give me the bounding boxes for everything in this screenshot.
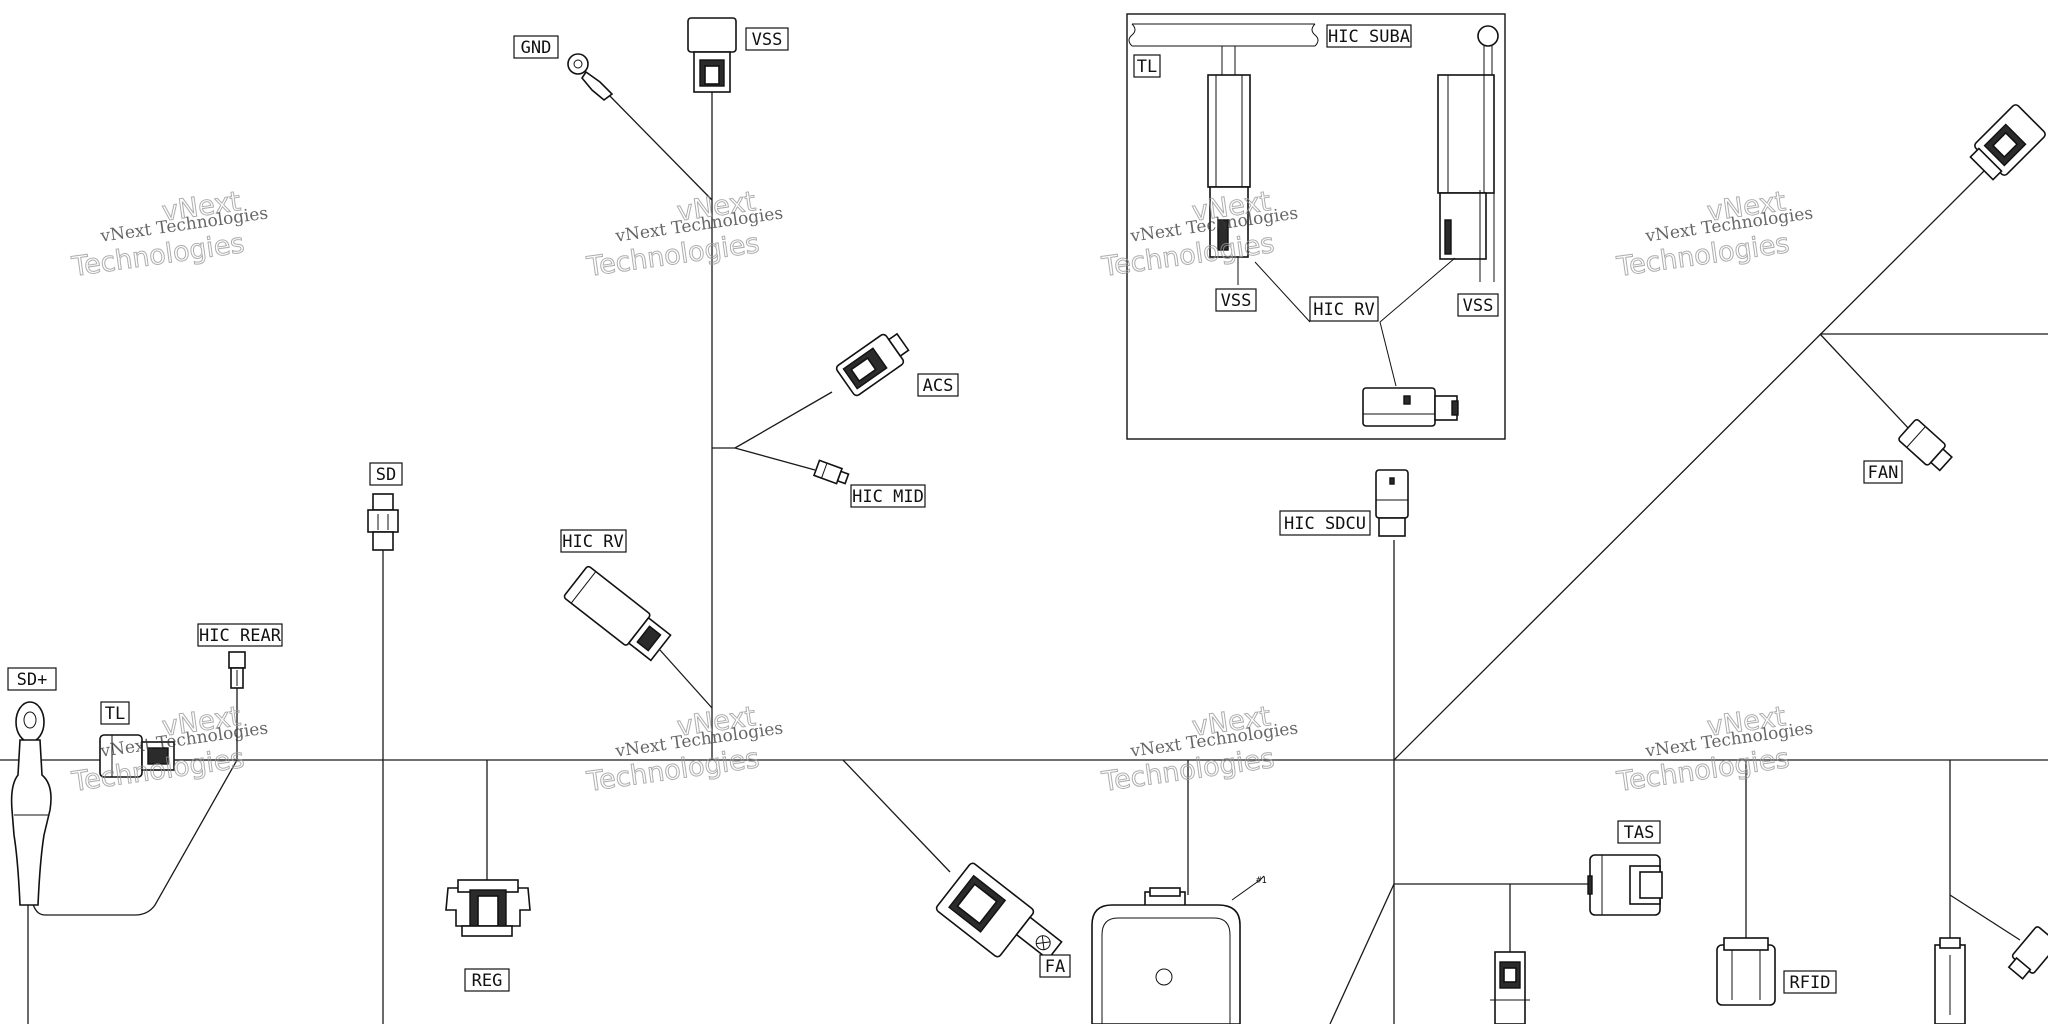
- svg-text:ACS: ACS: [923, 376, 954, 396]
- watermark: vNext vNext Technologies Technologies: [584, 186, 785, 284]
- svg-text:HIC RV: HIC RV: [1313, 300, 1374, 320]
- svg-text:VSS: VSS: [1463, 296, 1494, 316]
- reg-connector: [445, 879, 531, 937]
- label-hic-rv: HIC RV: [560, 529, 627, 553]
- sd-connector: [367, 493, 399, 551]
- svg-text:VSS: VSS: [1221, 291, 1252, 311]
- label-sd: SD: [369, 462, 403, 486]
- svg-text:TL: TL: [1137, 57, 1157, 77]
- svg-text:FAN: FAN: [1868, 463, 1899, 483]
- vss-top-connector: [687, 17, 737, 93]
- label-gnd: GND: [513, 35, 559, 59]
- label-inset-hic-rv: HIC RV: [1309, 296, 1379, 322]
- gnd-ring-terminal: [567, 53, 614, 102]
- watermark: vNext vNext Technologies Technologies: [584, 701, 785, 799]
- svg-text:RFID: RFID: [1790, 973, 1831, 993]
- label-inset-hic-suba: HIC SUBA: [1326, 24, 1412, 48]
- svg-text:HIC SDCU: HIC SDCU: [1284, 514, 1366, 534]
- watermark-group: vNext vNext Technologies Technologies vN…: [69, 186, 1815, 799]
- svg-text:SD: SD: [376, 465, 396, 485]
- far-right-angled-connector: [2007, 926, 2048, 980]
- fa-connector: [935, 862, 1063, 961]
- label-inset-vss-right: VSS: [1457, 293, 1499, 317]
- inset-detail: [1126, 13, 1506, 440]
- label-fa: FA: [1039, 954, 1071, 978]
- svg-text:VSS: VSS: [752, 30, 783, 50]
- label-fan: FAN: [1863, 460, 1903, 484]
- fan-connector: [1898, 418, 1953, 472]
- hic-rv-connector: [563, 565, 672, 662]
- watermark: vNext vNext Technologies Technologies: [1614, 701, 1815, 799]
- label-inset-tl: TL: [1133, 54, 1161, 78]
- hic-sdcu-connector: [1375, 469, 1409, 537]
- label-hic-rear: HIC REAR: [197, 623, 283, 647]
- label-sd-plus: SD+: [7, 667, 57, 691]
- svg-text:GND: GND: [521, 38, 552, 58]
- ecu-connector: [1091, 875, 1265, 1024]
- hic-mid-connector: [812, 459, 850, 485]
- top-right-connector: [1969, 104, 2046, 181]
- svg-text:REG: REG: [472, 971, 503, 991]
- svg-text:HIC SUBA: HIC SUBA: [1328, 27, 1410, 47]
- lower-connector: [1490, 951, 1530, 1024]
- svg-text:HIC MID: HIC MID: [852, 487, 924, 507]
- label-hic-sdcu: HIC SDCU: [1279, 510, 1371, 536]
- svg-text:HIC RV: HIC RV: [562, 532, 623, 552]
- tas-connector: [1587, 854, 1663, 916]
- svg-text:HIC REAR: HIC REAR: [199, 626, 282, 646]
- label-acs: ACS: [917, 373, 959, 397]
- label-vss-top: VSS: [745, 27, 789, 51]
- label-tas: TAS: [1617, 820, 1661, 844]
- watermark: vNext vNext Technologies Technologies: [69, 701, 270, 799]
- hic-rear-connector: [228, 651, 246, 689]
- label-pin-mark: #1: [1256, 876, 1267, 886]
- rfid-connector: [1716, 937, 1776, 1006]
- watermark: vNext vNext Technologies Technologies: [1614, 186, 1815, 284]
- watermark: vNext vNext Technologies Technologies: [69, 186, 270, 284]
- label-hic-mid: HIC MID: [850, 484, 926, 508]
- label-tl: TL: [100, 701, 130, 725]
- harness-wires: [0, 89, 2048, 1024]
- acs-connector: [835, 332, 910, 397]
- far-right-connector: [1934, 937, 1966, 1024]
- svg-text:#1: #1: [1256, 876, 1267, 886]
- watermark: vNext vNext Technologies Technologies: [1099, 186, 1300, 284]
- svg-text:FA: FA: [1045, 957, 1065, 977]
- svg-text:TL: TL: [105, 704, 125, 724]
- label-reg: REG: [464, 968, 510, 992]
- svg-text:SD+: SD+: [17, 670, 48, 690]
- tl-connector: [99, 734, 175, 778]
- svg-text:TAS: TAS: [1624, 823, 1655, 843]
- watermark: vNext vNext Technologies Technologies: [1099, 701, 1300, 799]
- label-rfid: RFID: [1783, 970, 1837, 994]
- sd-plus-terminal: [10, 701, 52, 906]
- label-inset-vss-left: VSS: [1215, 288, 1257, 312]
